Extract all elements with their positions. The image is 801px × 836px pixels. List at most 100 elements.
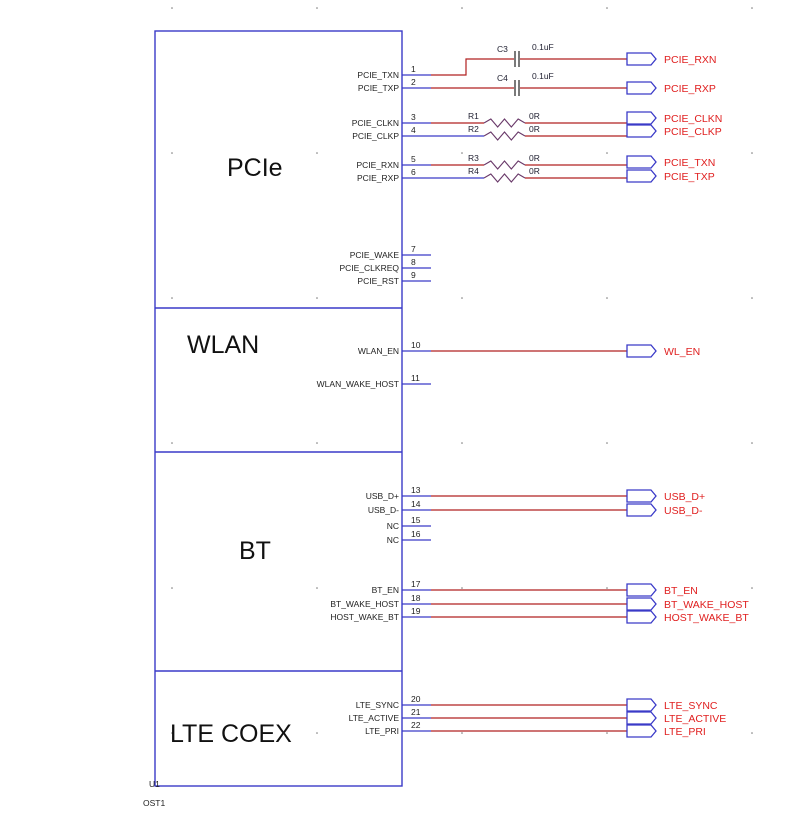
pin-13[interactable]: USB_D+13 [366, 485, 431, 501]
off-page-port[interactable]: HOST_WAKE_BT [626, 610, 749, 624]
grid-dot [606, 442, 608, 444]
off-page-port[interactable]: WL_EN [626, 344, 700, 358]
pin-14[interactable]: USB_D-14 [368, 499, 431, 515]
component-value: 0R [529, 153, 540, 163]
grid-dot [171, 442, 173, 444]
pin-18[interactable]: BT_WAKE_HOST 18 [330, 593, 431, 609]
resistor-zigzag [483, 160, 526, 170]
component-u1[interactable]: PCIe WLAN BT LTE COEX U1 OST1 [143, 30, 403, 808]
net-wire-pcie-rxn[interactable] [431, 58, 627, 76]
pin-number: 6 [411, 167, 416, 177]
pin-name: USB_D+ [366, 491, 399, 501]
pin-number: 15 [411, 515, 421, 525]
component-value: OST1 [143, 798, 165, 808]
off-page-port[interactable]: PCIE_TXN [626, 155, 715, 169]
off-page-port[interactable]: USB_D- [626, 503, 703, 517]
grid-dot [461, 7, 463, 9]
section-title-bt: BT [239, 537, 271, 565]
grid-dot [751, 442, 753, 444]
grid-dot [316, 732, 318, 734]
pin-number: 17 [411, 579, 421, 589]
grid-dot [606, 732, 608, 734]
grid-dot [316, 442, 318, 444]
pin-name: BT_EN [372, 585, 399, 595]
net-label: HOST_WAKE_BT [664, 612, 749, 624]
pin-number: 19 [411, 606, 421, 616]
component-value: 0.1uF [532, 71, 554, 81]
pin-name: PCIE_CLKP [352, 131, 399, 141]
section-title-pcie: PCIe [227, 154, 283, 182]
pin-number: 1 [411, 64, 416, 74]
grid-dot [751, 732, 753, 734]
port-arrow-icon [626, 344, 657, 358]
off-page-port[interactable]: LTE_PRI [626, 724, 706, 738]
pin-name: LTE_SYNC [356, 700, 399, 710]
port-arrow-icon [626, 583, 657, 597]
off-page-port[interactable]: LTE_SYNC [626, 698, 718, 712]
off-page-port[interactable]: PCIE_TXP [626, 169, 715, 183]
grid-dot [751, 7, 753, 9]
net-label: LTE_SYNC [664, 700, 718, 712]
net-label: PCIE_RXN [664, 54, 717, 66]
net-label: BT_EN [664, 585, 698, 597]
off-page-port[interactable]: PCIE_CLKN [626, 111, 722, 125]
off-page-port[interactable]: BT_EN [626, 583, 698, 597]
component-value: 0R [529, 111, 540, 121]
pin-19[interactable]: HOST_WAKE_BT 19 [330, 606, 431, 622]
wire [431, 58, 514, 76]
pin-number: 21 [411, 707, 421, 717]
off-page-port[interactable]: LTE_ACTIVE [626, 711, 726, 725]
off-page-port[interactable]: PCIE_CLKP [626, 124, 722, 138]
pin-number: 10 [411, 340, 421, 350]
grid-dot [171, 297, 173, 299]
pin-name: PCIE_TXP [358, 83, 399, 93]
pin-number: 5 [411, 154, 416, 164]
pin-number: 18 [411, 593, 421, 603]
component-outline [154, 30, 403, 787]
off-page-port[interactable]: PCIE_RXP [626, 81, 716, 95]
port-arrow-icon [626, 124, 657, 138]
port-arrow-icon [626, 81, 657, 95]
pin-17[interactable]: BT_EN 17 [372, 579, 431, 595]
grid-dot [751, 152, 753, 154]
pin-name: PCIE_CLKREQ [339, 263, 399, 273]
pin-number: 11 [411, 373, 420, 383]
pin-name: BT_WAKE_HOST [330, 599, 399, 609]
pin-number: 9 [411, 270, 416, 280]
grid-dot [316, 587, 318, 589]
off-page-port[interactable]: BT_WAKE_HOST [626, 597, 749, 611]
grid-dot [171, 152, 173, 154]
pins: PCIE_TXN1PCIE_TXP2PCIE_CLKN3PCIE_CLKP4PC… [317, 64, 431, 736]
grid-dot [751, 587, 753, 589]
off-page-port[interactable]: USB_D+ [626, 489, 705, 503]
off-page-port[interactable]: PCIE_RXN [626, 52, 717, 66]
grid-dot [316, 152, 318, 154]
port-arrow-icon [626, 711, 657, 725]
port-arrow-icon [626, 503, 657, 517]
pin-name: HOST_WAKE_BT [330, 612, 399, 622]
grid-dot [316, 7, 318, 9]
